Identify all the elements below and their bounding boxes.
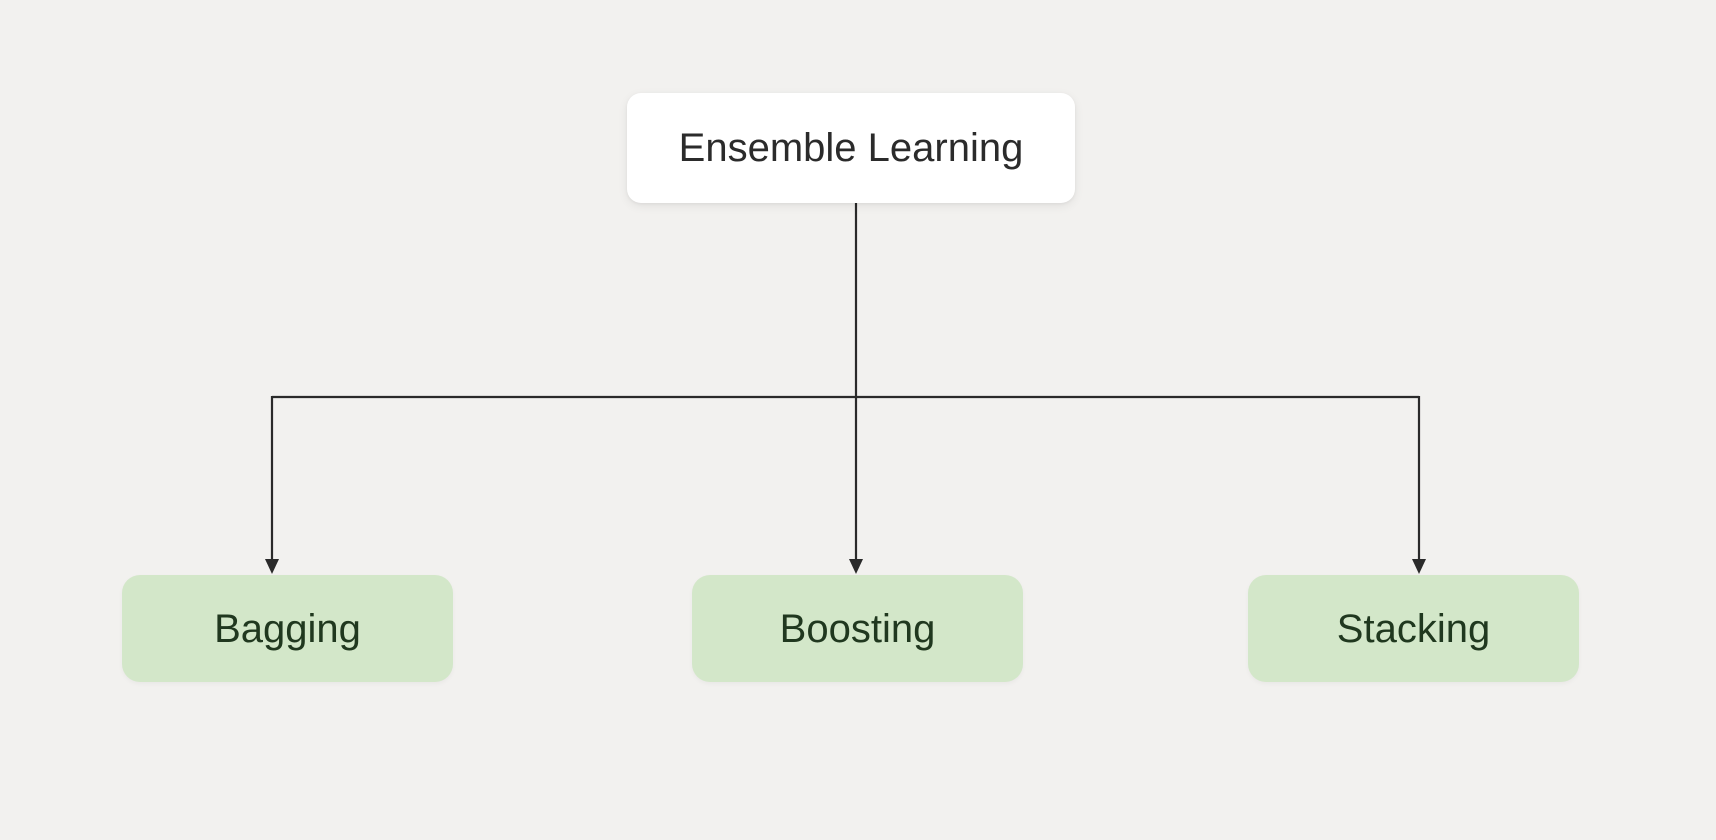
child-node-stacking: Stacking (1248, 575, 1579, 682)
root-node-ensemble-learning: Ensemble Learning (627, 93, 1075, 203)
arrowhead-bagging (265, 559, 279, 574)
child-node-label: Stacking (1336, 606, 1491, 651)
child-node-label: Boosting (779, 606, 936, 651)
child-node-label: Bagging (214, 606, 361, 651)
root-node-label: Ensemble Learning (678, 126, 1024, 170)
child-node-bagging: Bagging (122, 575, 453, 682)
arrowhead-stacking (1412, 559, 1426, 574)
child-node-boosting: Boosting (692, 575, 1023, 682)
arrowhead-boosting (849, 559, 863, 574)
